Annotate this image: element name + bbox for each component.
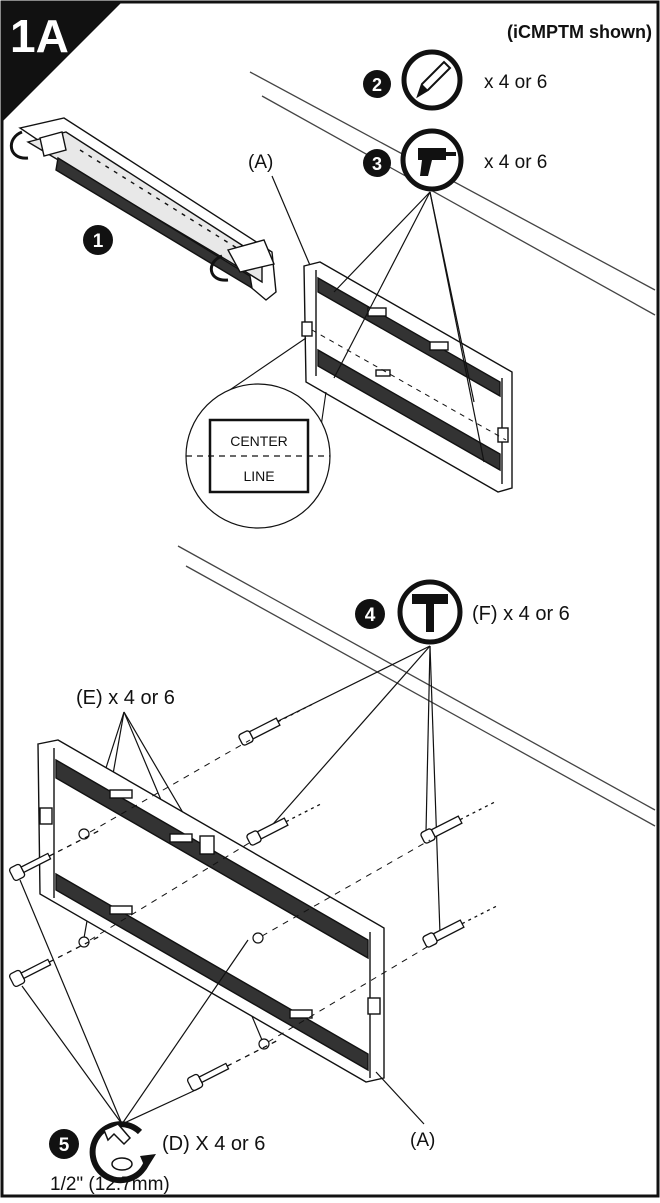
wall-plate-bracket xyxy=(10,117,277,301)
anchor-quantity: (F) x 4 or 6 xyxy=(472,603,570,625)
step-3-callout: 3 xyxy=(363,149,391,177)
line-label: LINE xyxy=(243,468,274,484)
screws-quantity: (D) X 4 or 6 xyxy=(162,1133,265,1155)
step-5-callout: 5 xyxy=(49,1129,79,1159)
pencil-icon xyxy=(401,49,463,111)
part-a-label-bottom: (A) xyxy=(410,1130,435,1151)
step-number: 1A xyxy=(10,10,69,62)
step-1-callout: 1 xyxy=(83,225,113,255)
lag-screws xyxy=(8,830,277,1092)
screw-paths xyxy=(89,739,433,1043)
model-note: (iCMPTM shown) xyxy=(507,22,652,42)
wall-plate-top xyxy=(301,261,513,493)
pencil-quantity: x 4 or 6 xyxy=(484,72,547,93)
svg-text:4: 4 xyxy=(365,605,376,626)
step-4-callout: 4 xyxy=(355,599,385,629)
svg-text:3: 3 xyxy=(372,154,382,174)
drill-icon xyxy=(400,128,464,192)
wall-lines-bottom xyxy=(177,545,656,827)
wall-plate-bottom xyxy=(37,739,385,1083)
hammer-icon xyxy=(397,579,463,645)
drill-quantity: x 4 or 6 xyxy=(484,152,547,173)
hammer-leaders xyxy=(251,645,441,935)
part-a-label-top: (A) xyxy=(248,152,273,173)
svg-text:5: 5 xyxy=(59,1135,70,1156)
washers-label: (E) x 4 or 6 xyxy=(76,687,175,709)
wall-anchors xyxy=(238,703,497,948)
drill-leaders xyxy=(333,191,485,463)
svg-text:1: 1 xyxy=(93,231,104,252)
center-line-detail: CENTER LINE xyxy=(185,337,331,529)
step-badge: 1A xyxy=(2,2,122,122)
part-a-leader-bottom xyxy=(375,1071,425,1125)
socket-size: 1/2" (12.7mm) xyxy=(50,1174,170,1195)
center-label: CENTER xyxy=(230,433,288,449)
step-2-callout: 2 xyxy=(363,70,391,98)
socket-wrench-icon xyxy=(89,1121,156,1184)
svg-text:2: 2 xyxy=(372,75,382,95)
wrench-leaders xyxy=(19,879,249,1125)
part-a-leader-top xyxy=(271,175,313,271)
